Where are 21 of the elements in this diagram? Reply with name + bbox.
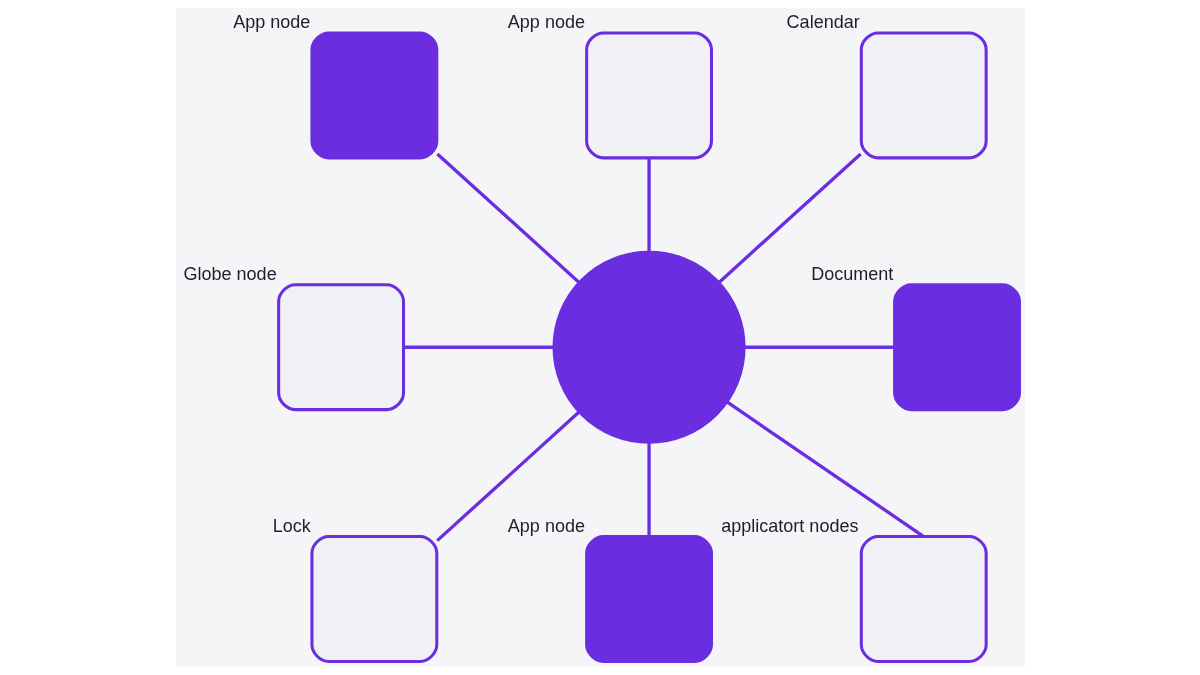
node-label: Globe node — [183, 263, 277, 284]
node-box — [892, 283, 1021, 412]
node-box — [584, 31, 713, 160]
node-circle — [552, 250, 746, 444]
node-label: App node — [507, 12, 585, 32]
node-box — [309, 535, 438, 663]
connector — [717, 152, 862, 284]
node-label: Document — [810, 263, 893, 284]
node-box — [859, 535, 988, 663]
connector — [435, 410, 580, 542]
node-label: App node — [232, 12, 310, 32]
node-box — [584, 535, 713, 663]
node-box — [276, 283, 405, 412]
node-box — [309, 31, 438, 160]
node-label: Lock — [272, 515, 311, 536]
connector — [646, 158, 651, 252]
connector — [435, 152, 580, 284]
node-label: applicatort nodes — [720, 515, 858, 536]
node-label: Calendar — [786, 12, 860, 32]
node-box — [859, 31, 988, 160]
node-label: App node — [507, 515, 585, 536]
